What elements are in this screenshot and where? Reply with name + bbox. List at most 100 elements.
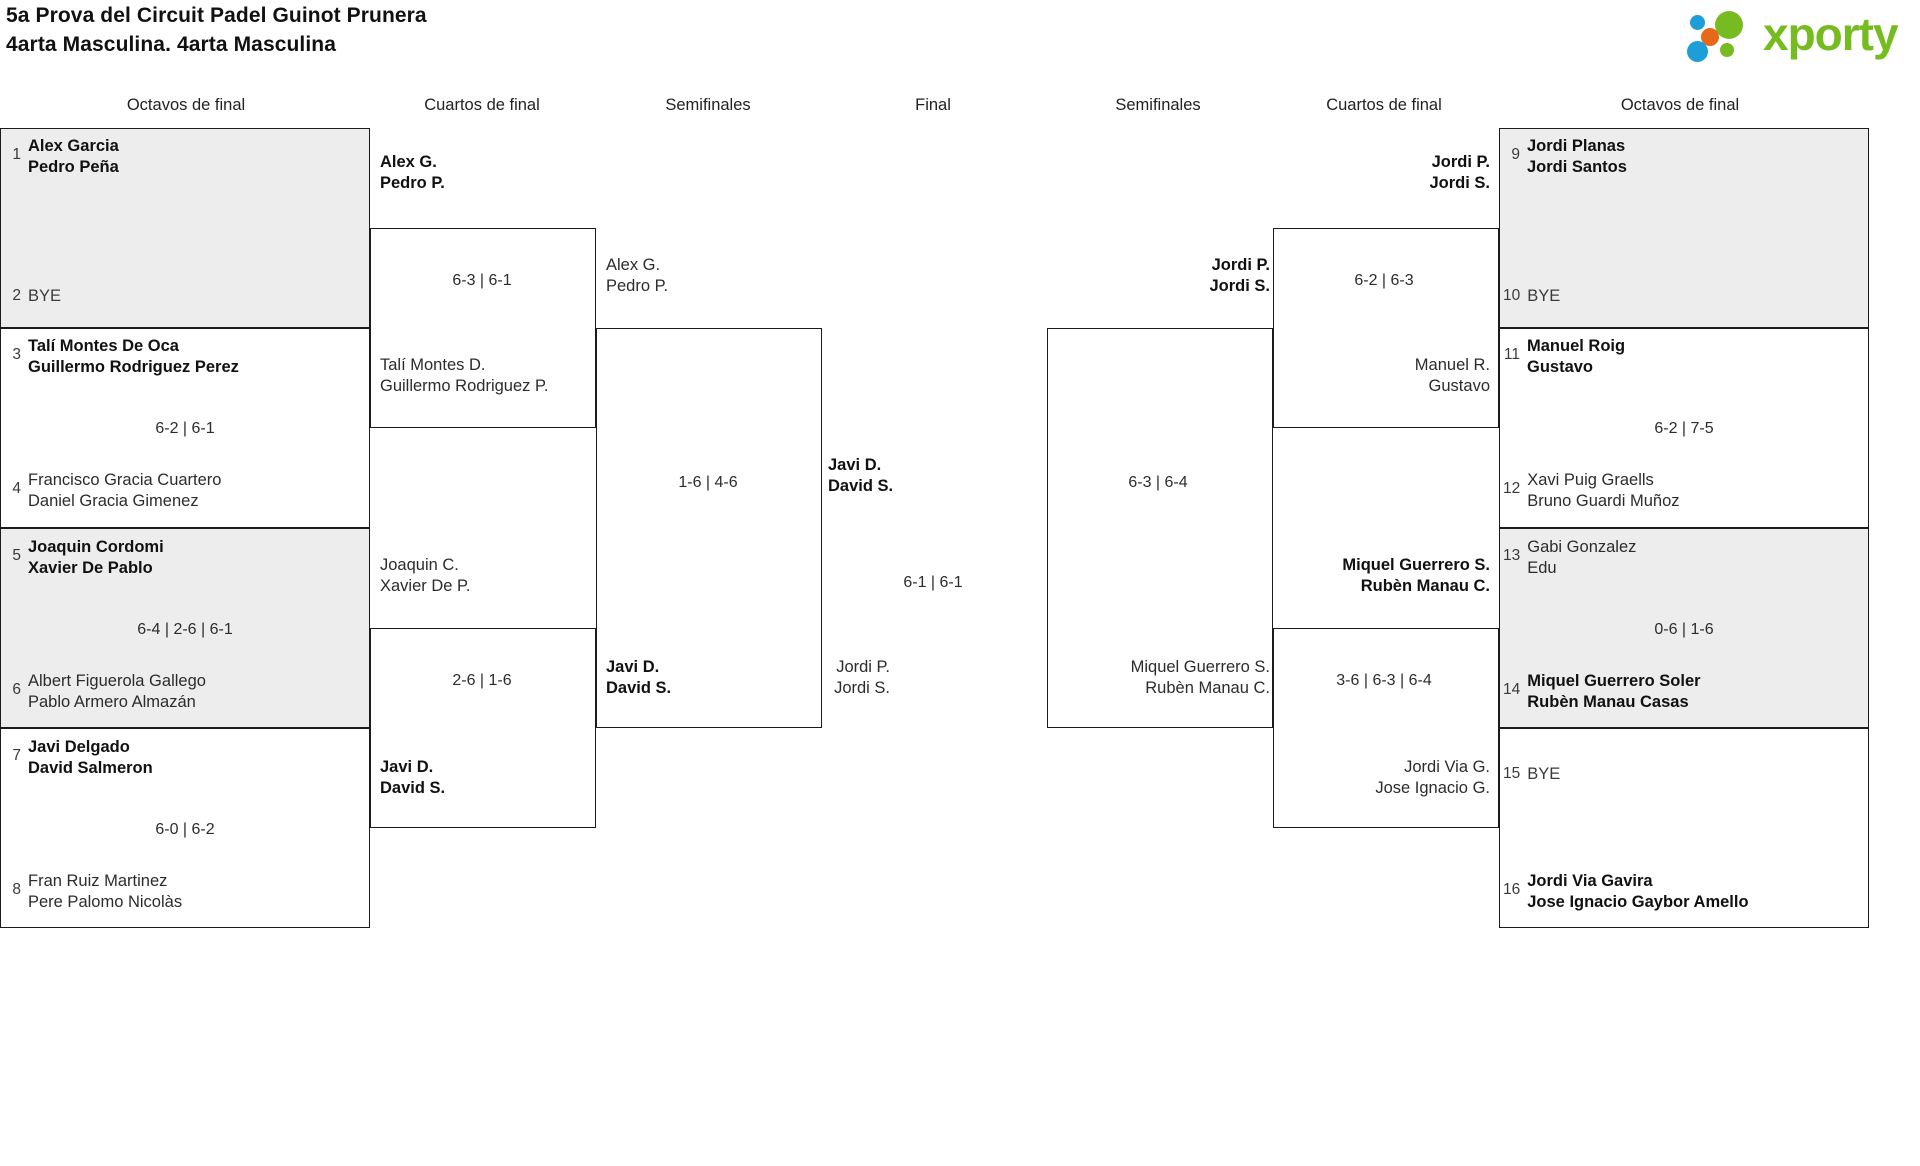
match-box-l1-3[interactable] — [0, 528, 370, 728]
seed-number: 4 — [12, 480, 21, 497]
match-score: 6-2 | 7-5 — [1654, 420, 1714, 437]
player-slot-seed-7[interactable]: 7 Javi Delgado David Salmeron — [4, 737, 153, 778]
match-score: 2-6 | 1-6 — [452, 672, 512, 689]
player-names: Xavi Puig Graells Bruno Guardi Muñoz — [1527, 471, 1680, 510]
player-slot-seed-6[interactable]: 6 Albert Figuerola Gallego Pablo Armero … — [4, 671, 206, 712]
player-slot-seed-3[interactable]: 3 Talí Montes De Oca Guillermo Rodriguez… — [4, 336, 239, 377]
player-slot-seed-14[interactable]: 14 Miquel Guerrero Soler Rubèn Manau Cas… — [1503, 671, 1701, 712]
tournament-subtitle: 4arta Masculina. 4arta Masculina — [6, 32, 337, 56]
match-box-r2-2[interactable] — [1273, 628, 1499, 828]
player-names: Alex Garcia Pedro Peña — [28, 137, 119, 176]
round-header-left-octavos: Octavos de final — [126, 96, 246, 114]
player-names: Miquel Guerrero Soler Rubèn Manau Casas — [1527, 672, 1701, 711]
player-slot-r3-top[interactable]: Jordi P. Jordi S. — [1209, 256, 1270, 295]
seed-number: 15 — [1503, 765, 1521, 782]
match-box-l2-1[interactable] — [370, 228, 596, 428]
player-slot-seed-8[interactable]: 8 Fran Ruiz Martinez Pere Palomo Nicolàs — [4, 871, 182, 912]
logo-wordmark: xporty — [1763, 8, 1899, 60]
match-box-r2-1[interactable] — [1273, 228, 1499, 428]
seed-number: 11 — [1503, 346, 1520, 363]
player-names: Francisco Gracia Cuartero Daniel Gracia … — [28, 471, 222, 510]
seed-number: 10 — [1503, 287, 1521, 304]
player-slot-seed-16[interactable]: 16 Jordi Via Gavira Jose Ignacio Gaybor … — [1503, 871, 1749, 912]
seed-number: 7 — [12, 747, 21, 764]
seed-number: 14 — [1503, 681, 1521, 698]
match-box-l1-4[interactable] — [0, 728, 370, 928]
player-slot-l3-top[interactable]: Alex G. Pedro P. — [606, 256, 669, 295]
round-header-right-cuartos: Cuartos de final — [1326, 96, 1442, 114]
player-slot-seed-5[interactable]: 5 Joaquin Cordomi Xavier De Pablo — [4, 537, 164, 578]
match-score: 3-6 | 6-3 | 6-4 — [1336, 672, 1432, 689]
logo-dot-green-small — [1720, 43, 1734, 57]
player-slot-l2-1-top[interactable]: Alex G. Pedro P. — [380, 153, 445, 192]
player-names: Manuel Roig Gustavo — [1527, 337, 1626, 376]
bye-label: BYE — [28, 287, 62, 305]
match-score: 6-2 | 6-1 — [155, 420, 215, 437]
logo-dot-orange — [1701, 28, 1719, 46]
match-score: 6-4 | 2-6 | 6-1 — [137, 621, 233, 638]
seed-number: 12 — [1503, 480, 1521, 497]
final-score: 6-1 | 6-1 — [903, 574, 963, 591]
match-score: 6-2 | 6-3 — [1354, 272, 1414, 289]
player-slot-l3-bottom[interactable]: Javi D. David S. — [606, 658, 672, 697]
match-score: 6-0 | 6-2 — [155, 821, 215, 838]
player-names: Fran Ruiz Martinez Pere Palomo Nicolàs — [28, 872, 183, 911]
player-names: Albert Figuerola Gallego Pablo Armero Al… — [28, 672, 206, 711]
player-slot-seed-11[interactable]: 11 Manuel Roig Gustavo — [1503, 336, 1625, 377]
tournament-title: 5a Prova del Circuit Padel Guinot Pruner… — [6, 4, 427, 27]
player-slot-l2-2-bottom[interactable]: Javi D. David S. — [380, 758, 446, 797]
seed-number: 3 — [12, 346, 21, 363]
player-slot-seed-13[interactable]: 13 Gabi Gonzalez Edu — [1503, 537, 1636, 578]
player-slot-seed-2[interactable]: 2 BYE — [4, 277, 61, 307]
seed-number: 1 — [12, 146, 21, 163]
match-box-r1-1[interactable] — [1499, 128, 1869, 328]
player-slot-final-top[interactable]: Javi D. David S. — [828, 456, 894, 495]
seed-number: 6 — [12, 681, 21, 698]
player-names: Gabi Gonzalez Edu — [1527, 538, 1637, 577]
player-slot-r2-1-top[interactable]: Jordi P. Jordi S. — [1429, 153, 1490, 192]
logo-dot-green-large — [1715, 11, 1743, 39]
match-box-l1-2[interactable] — [0, 328, 370, 528]
bye-label: BYE — [1527, 287, 1561, 305]
seed-number: 2 — [12, 287, 21, 304]
seed-number: 16 — [1503, 881, 1521, 898]
match-score: 1-6 | 4-6 — [678, 474, 738, 491]
player-names: Javi Delgado David Salmeron — [28, 738, 153, 777]
player-names: Jordi Planas Jordi Santos — [1527, 137, 1627, 176]
player-slot-seed-1[interactable]: 1 Alex Garcia Pedro Peña — [4, 136, 119, 177]
player-slot-seed-10[interactable]: 10 BYE — [1503, 277, 1560, 307]
match-box-r1-4[interactable] — [1499, 728, 1869, 928]
match-box-l3-1[interactable] — [596, 328, 822, 728]
match-box-r3-1[interactable] — [1047, 328, 1273, 728]
seed-number: 8 — [12, 881, 21, 898]
player-slot-seed-12[interactable]: 12 Xavi Puig Graells Bruno Guardi Muñoz — [1503, 470, 1680, 511]
round-header-final: Final — [915, 96, 951, 114]
player-slot-r3-bottom[interactable]: Miquel Guerrero S. Rubèn Manau C. — [1130, 658, 1270, 697]
player-slot-seed-9[interactable]: 9 Jordi Planas Jordi Santos — [1503, 136, 1627, 177]
seed-number: 5 — [12, 547, 21, 564]
seed-number: 9 — [1511, 146, 1520, 163]
round-header-left-semis: Semifinales — [665, 96, 751, 114]
match-box-l2-2[interactable] — [370, 628, 596, 828]
match-box-r1-3[interactable] — [1499, 528, 1869, 728]
seed-number: 13 — [1503, 547, 1521, 564]
player-names: Joaquin Cordomi Xavier De Pablo — [28, 538, 164, 577]
round-header-left-cuartos: Cuartos de final — [424, 96, 540, 114]
player-slot-l2-1-bottom[interactable]: Talí Montes D. Guillermo Rodriguez P. — [380, 356, 549, 395]
logo-dot-blue-small — [1690, 15, 1705, 30]
match-box-l1-1[interactable] — [0, 128, 370, 328]
player-slot-seed-15[interactable]: 15 BYE — [1503, 755, 1560, 785]
round-header-right-semis: Semifinales — [1115, 96, 1201, 114]
xporty-logo[interactable]: xporty — [1687, 8, 1902, 64]
logo-dot-blue-large — [1687, 41, 1708, 62]
player-slot-r2-2-bottom[interactable]: Jordi Via G. Jose Ignacio G. — [1375, 758, 1490, 797]
player-slot-seed-4[interactable]: 4 Francisco Gracia Cuartero Daniel Graci… — [4, 470, 221, 511]
round-header-right-octavos: Octavos de final — [1620, 96, 1740, 114]
player-slot-final-bottom[interactable]: Jordi P. Jordi S. — [834, 658, 890, 697]
player-slot-r2-1-bottom[interactable]: Manuel R. Gustavo — [1414, 356, 1490, 395]
match-box-r1-2[interactable] — [1499, 328, 1869, 528]
player-slot-l2-2-top[interactable]: Joaquin C. Xavier De P. — [380, 556, 471, 595]
player-slot-r2-2-top[interactable]: Miquel Guerrero S. Rubèn Manau C. — [1342, 556, 1490, 595]
player-names: Jordi Via Gavira Jose Ignacio Gaybor Ame… — [1527, 872, 1749, 911]
match-score: 0-6 | 1-6 — [1654, 621, 1714, 638]
